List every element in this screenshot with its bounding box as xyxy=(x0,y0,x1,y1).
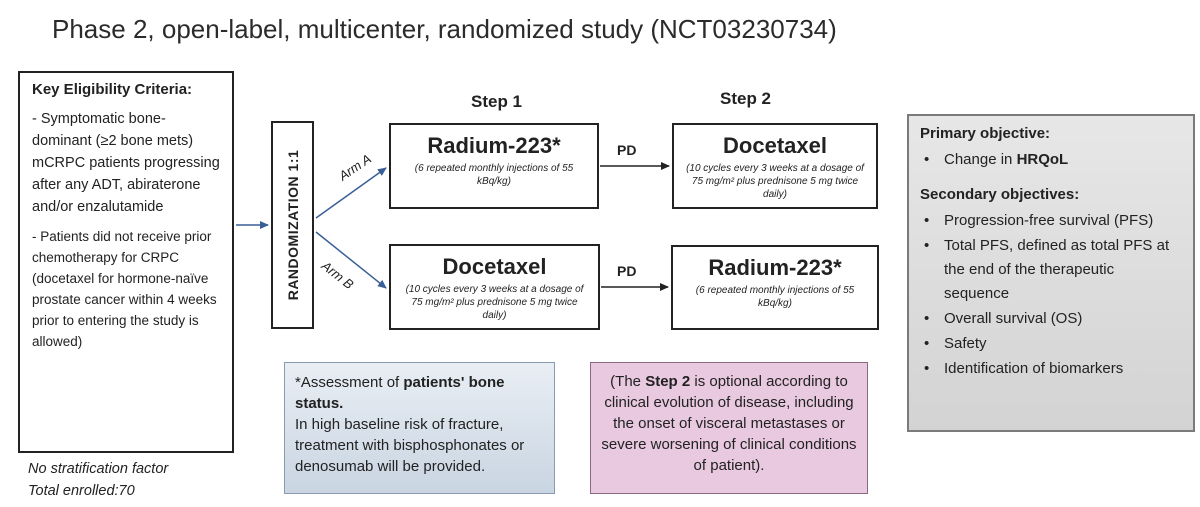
bullet: • xyxy=(924,360,930,377)
randomization-box: RANDOMIZATION 1:1 xyxy=(271,121,314,329)
objective-text: Safety xyxy=(944,335,987,352)
treatment-name: Docetaxel xyxy=(723,133,827,158)
step-1-heading: Step 1 xyxy=(471,92,523,111)
bullet: • xyxy=(924,310,930,327)
objective-text: Overall survival (OS) xyxy=(944,310,1083,327)
list-item: • Change in HRQoL xyxy=(920,148,1183,172)
list-item: • Overall survival (OS) xyxy=(920,307,1183,331)
eligibility-item: - Patients did not receive prior chemoth… xyxy=(32,229,217,349)
note-text: (The xyxy=(610,373,646,390)
pd-label-arm-b: PD xyxy=(617,263,637,279)
objectives-box: Primary objective: • Change in HRQoL Seco… xyxy=(907,114,1195,432)
stratification-note: No stratification factor xyxy=(28,461,169,477)
note-bold: patients' bone status. xyxy=(295,374,505,412)
note-bold: Step 2 xyxy=(645,373,691,390)
note-text: *Assessment of xyxy=(295,374,404,391)
bullet: • xyxy=(924,237,930,254)
bone-status-note: *Assessment of patients' bone status. In… xyxy=(284,362,555,494)
arm-a-step2-box: Docetaxel (10 cycles every 3 weeks at a … xyxy=(672,123,878,209)
note-text: In high baseline risk of fracture, treat… xyxy=(295,416,525,475)
objective-text: Change in xyxy=(944,151,1017,168)
arrow-arm-a xyxy=(315,167,387,219)
enrollment-note: Total enrolled:70 xyxy=(28,483,135,499)
step-2-heading: Step 2 xyxy=(720,89,772,108)
arm-a-step1-box: Radium-223* (6 repeated monthly injectio… xyxy=(389,123,599,209)
bullet: • xyxy=(924,151,930,168)
list-item: • Safety xyxy=(920,332,1183,356)
bullet: • xyxy=(924,212,930,229)
eligibility-item: - Symptomatic bone-dominant (≥2 bone met… xyxy=(32,111,220,215)
treatment-name: Radium-223* xyxy=(708,255,842,280)
list-item: • Identification of biomarkers xyxy=(920,357,1183,381)
arm-b-step2-box: Radium-223* (6 repeated monthly injectio… xyxy=(671,245,879,330)
step2-optional-note: (The Step 2 is optional according to cli… xyxy=(590,362,868,494)
eligibility-heading: Key Eligibility Criteria: xyxy=(32,81,193,98)
arm-b-step1-box: Docetaxel (10 cycles every 3 weeks at a … xyxy=(389,244,600,330)
eligibility-criteria-box: Key Eligibility Criteria: - Symptomatic … xyxy=(18,71,234,453)
bullet: • xyxy=(924,335,930,352)
treatment-name: Radium-223* xyxy=(427,133,561,158)
list-item: • Total PFS, defined as total PFS at the … xyxy=(920,234,1183,306)
objective-text: Progression-free survival (PFS) xyxy=(944,212,1154,229)
treatment-detail: (6 repeated monthly injections of 55 kBq… xyxy=(695,285,855,309)
arrow-arm-b xyxy=(315,231,387,289)
treatment-detail: (10 cycles every 3 weeks at a dosage of … xyxy=(405,284,584,321)
objective-text: Total PFS, defined as total PFS at the e… xyxy=(944,237,1170,302)
primary-objective-heading: Primary objective: xyxy=(920,125,1051,142)
page-title: Phase 2, open-label, multicenter, random… xyxy=(52,14,837,44)
secondary-objectives-heading: Secondary objectives: xyxy=(920,186,1080,203)
objective-bold: HRQoL xyxy=(1016,151,1069,168)
treatment-name: Docetaxel xyxy=(442,254,547,279)
pd-label-arm-a: PD xyxy=(617,142,637,158)
randomization-label: RANDOMIZATION 1:1 xyxy=(284,149,301,301)
objective-text: Identification of biomarkers xyxy=(944,360,1124,377)
primary-objective-list: • Change in HRQoL xyxy=(920,148,1183,172)
note-text: is optional according to clinical evolut… xyxy=(601,373,857,474)
secondary-objectives-list: • Progression-free survival (PFS) • Total … xyxy=(920,209,1183,381)
treatment-detail: (10 cycles every 3 weeks at a dosage of … xyxy=(686,163,864,200)
treatment-detail: (6 repeated monthly injections of 55 kBq… xyxy=(414,163,574,187)
list-item: • Progression-free survival (PFS) xyxy=(920,209,1183,233)
